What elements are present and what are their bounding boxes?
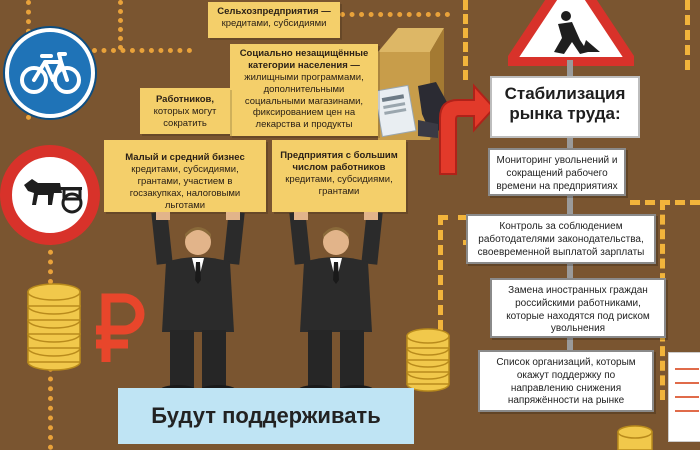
measure-text: Список организаций, которым окажут подде… <box>496 357 636 407</box>
support-box-text: кредитами, субсидиями, грантами, участие… <box>129 163 241 211</box>
dashed-path <box>438 215 468 220</box>
support-box-text: жилищными программами, дополнительными с… <box>244 71 364 131</box>
title-sign: Стабилизация рынка труда: <box>490 76 640 138</box>
support-box-title: Предприятия с большим числом работников <box>280 150 398 173</box>
dashed-path <box>630 200 700 205</box>
bicycle-sign-icon <box>5 28 95 118</box>
no-horse-cart-sign-icon <box>0 145 100 245</box>
measure-text: Мониторинг увольнений и сокращений рабоч… <box>496 155 618 192</box>
measure-text: Замена иностранных граждан российскими р… <box>506 285 650 335</box>
support-box-large: Предприятия с большим числом работников … <box>272 140 406 212</box>
paper-note-illustration <box>668 352 700 442</box>
support-box-title: Работников, <box>155 94 215 105</box>
title-sign-text: Стабилизация рынка труда: <box>504 84 626 123</box>
businessman-illustration <box>286 210 386 402</box>
measure-sign-2: Контроль за соблюдением работодателями з… <box>466 214 656 264</box>
coins-icon <box>404 318 452 399</box>
measure-sign-3: Замена иностранных граждан российскими р… <box>490 278 666 338</box>
dashed-path <box>463 0 468 80</box>
support-box-title: Социально незащищённые категории населен… <box>239 48 369 71</box>
support-box-social: Социально незащищённые категории населен… <box>230 44 378 136</box>
dotted-path <box>118 0 123 50</box>
support-box-workers: Работников, которых могут сократить <box>140 88 230 134</box>
dashed-path <box>438 215 443 375</box>
dashed-path <box>685 0 690 70</box>
businessman-illustration <box>148 210 248 402</box>
red-arrow-icon <box>434 78 496 183</box>
ruble-icon <box>92 292 146 371</box>
measure-sign-1: Мониторинг увольнений и сокращений рабоч… <box>488 148 626 196</box>
dotted-path <box>340 12 450 17</box>
measure-text: Контроль за соблюдением работодателями з… <box>477 221 645 258</box>
footer-label-text: Будут поддерживать <box>151 403 381 428</box>
support-box-title: Малый и средний бизнес <box>125 152 245 163</box>
footer-label: Будут поддерживать <box>118 388 414 444</box>
support-box-title: Сельхозпредприятия — <box>217 6 331 17</box>
support-box-text: кредитами, субсидиями <box>221 17 327 29</box>
support-box-text: кредитами, субсидиями, грантами <box>285 173 393 197</box>
coins-icon <box>615 422 655 450</box>
measure-sign-4: Список организаций, которым окажут подде… <box>478 350 654 412</box>
dotted-path <box>92 48 192 53</box>
support-box-agri: Сельхозпредприятия — кредитами, субсидия… <box>208 2 340 38</box>
support-box-sme: Малый и средний бизнес кредитами, субсид… <box>104 140 266 212</box>
support-box-text: которых могут сократить <box>153 105 217 129</box>
coins-icon <box>24 282 84 377</box>
